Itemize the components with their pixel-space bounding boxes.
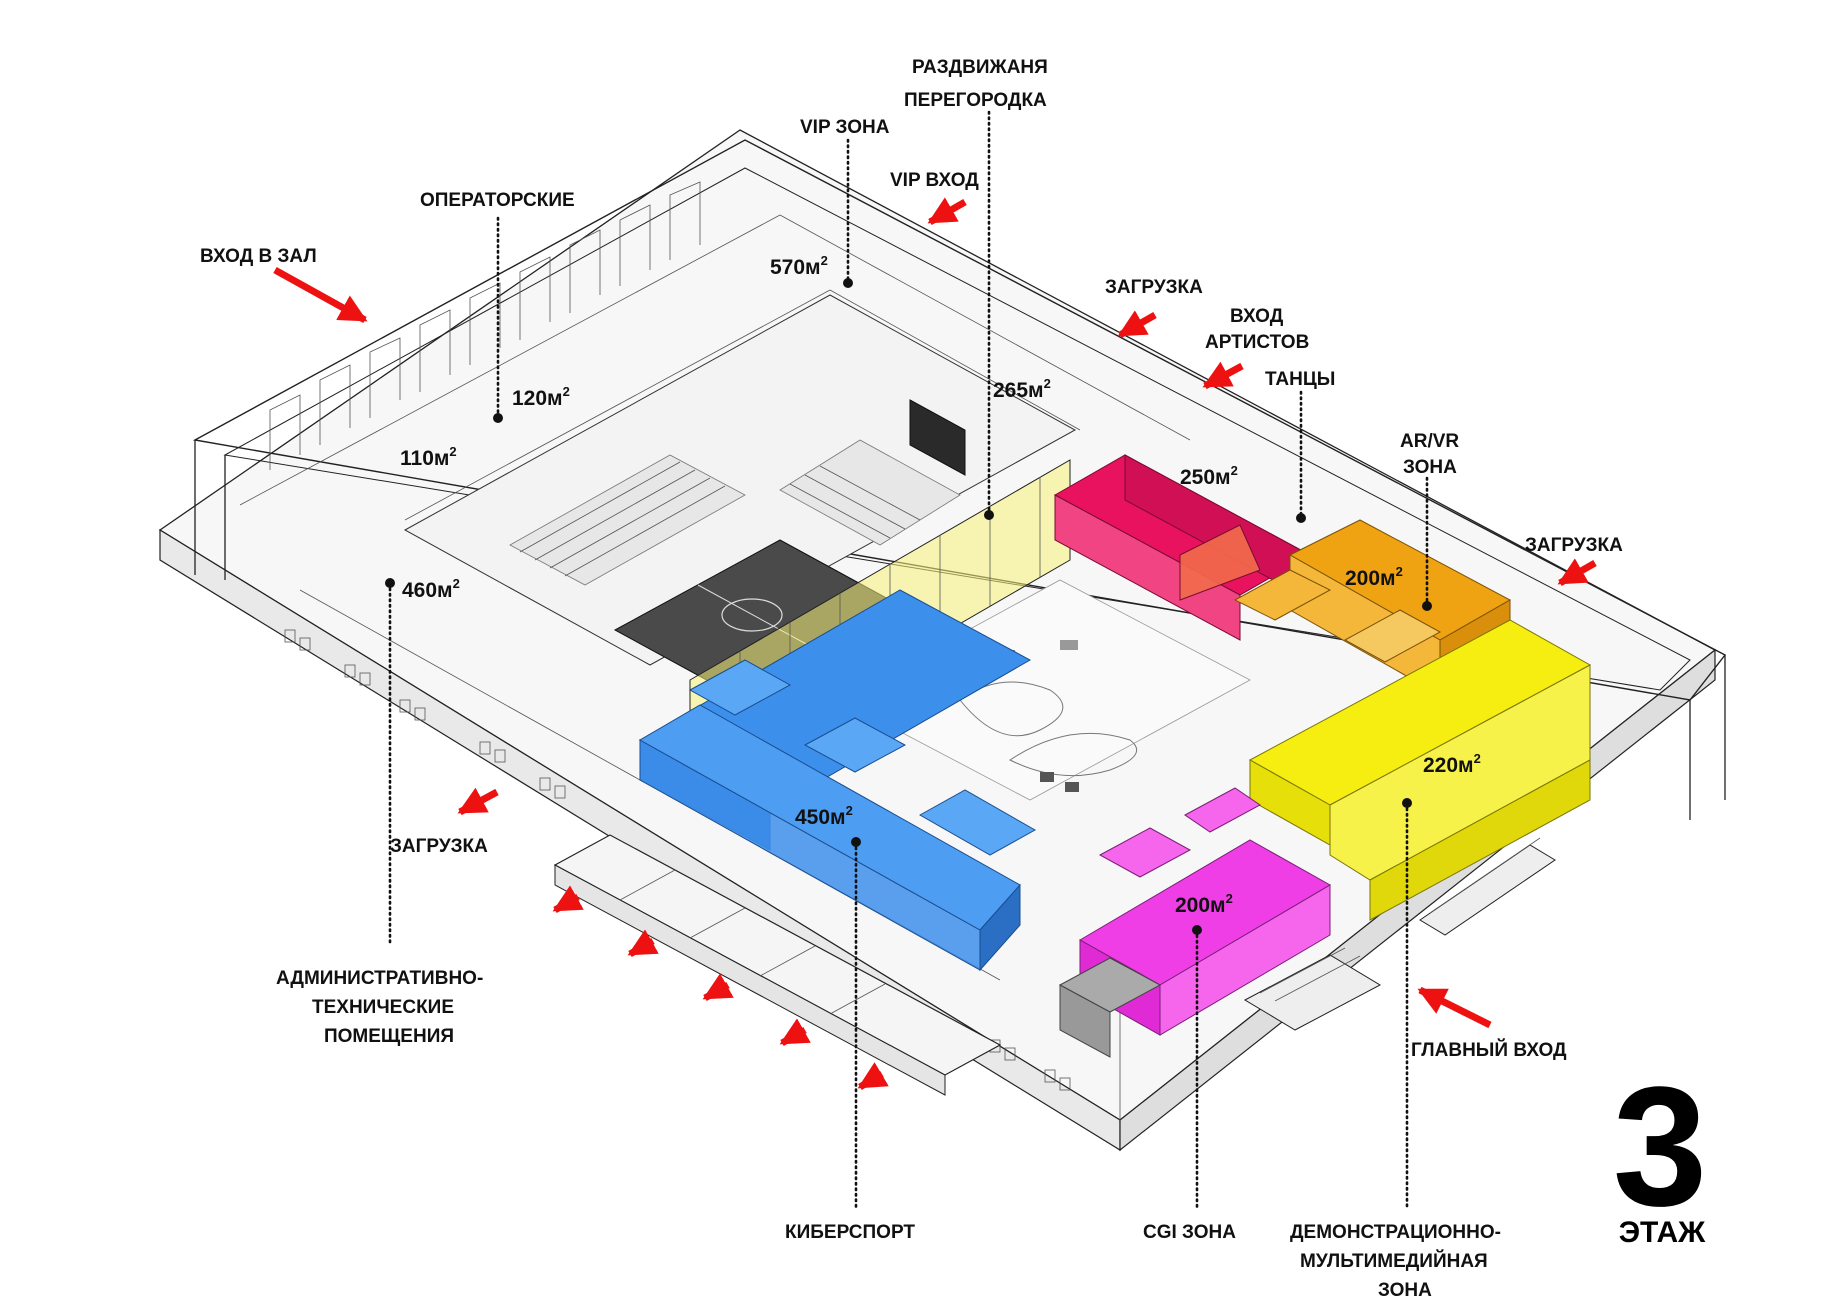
zone-labels: ВХОД В ЗАЛ ОПЕРАТОРСКИЕ VIP ЗОНА VIP ВХО… [200, 57, 1623, 1300]
label-loading-top: ЗАГРУЗКА [1105, 277, 1203, 298]
label-arvr-1: AR/VR [1400, 431, 1459, 452]
arrow-annex-4 [779, 1018, 811, 1047]
zone-demo [1248, 619, 1592, 921]
label-main-entry: ГЛАВНЫЙ ВХОД [1411, 1039, 1567, 1061]
area-200-orange: 200м2 [1345, 564, 1403, 590]
arena-screen [909, 399, 966, 476]
facade-windows-left [284, 629, 1071, 1091]
arrow-artists-entry [1202, 361, 1244, 390]
label-dance: ТАНЦЫ [1265, 369, 1335, 390]
area-200-magenta: 200м2 [1175, 891, 1233, 917]
area-220: 220м2 [1423, 751, 1481, 777]
arrow-loading-right [1557, 558, 1597, 587]
area-450: 450м2 [795, 803, 853, 829]
area-120: 120м2 [512, 384, 570, 410]
area-460: 460м2 [402, 576, 460, 602]
zone-dance [1053, 454, 1312, 641]
label-admin-1: АДМИНИСТРАТИВНО- [276, 968, 483, 989]
label-vip-zone: VIP ЗОНА [800, 117, 890, 138]
arrow-annex-2 [627, 929, 659, 958]
zone-arvr [1233, 519, 1512, 696]
tribune-back [779, 439, 961, 546]
label-entry-hall: ВХОД В ЗАЛ [200, 246, 317, 267]
label-admin-3: ПОМЕЩЕНИЯ [324, 1026, 454, 1047]
area-250: 250м2 [1180, 463, 1238, 489]
main-entrance-stairs [1243, 947, 1382, 1031]
zone-esports [638, 589, 1037, 972]
label-artists-2: АРТИСТОВ [1205, 332, 1309, 353]
label-arvr-2: ЗОНА [1403, 457, 1457, 478]
area-labels: 570м2 120м2 110м2 265м2 460м2 250м2 200м… [400, 253, 1481, 917]
zone-cgi [1058, 787, 1332, 1058]
floor-number: 3 [1613, 1052, 1708, 1242]
arrow-annex-1 [552, 885, 584, 914]
area-265: 265м2 [993, 376, 1051, 402]
side-stairs [1419, 837, 1556, 936]
arrow-vip-entry [927, 197, 967, 226]
label-esports: КИБЕРСПОРТ [785, 1222, 915, 1243]
arrow-main-entry [1417, 986, 1492, 1029]
back-wall-bays [269, 181, 701, 470]
label-demo-2: МУЛЬТИМЕДИЙНАЯ [1300, 1250, 1488, 1272]
floor-word: ЭТАЖ [1619, 1216, 1706, 1249]
label-partition-1: РАЗДВИЖАНЯ [912, 57, 1048, 78]
tribune-left [509, 454, 746, 586]
annex-wing [553, 834, 1002, 1096]
label-vip-entry: VIP ВХОД [890, 170, 979, 191]
arrow-entry-hall [273, 266, 368, 324]
label-cgi: CGI ЗОНА [1143, 1222, 1236, 1243]
label-admin-2: ТЕХНИЧЕСКИЕ [312, 997, 454, 1018]
roof-frame-inner [223, 167, 1691, 691]
label-demo-1: ДЕМОНСТРАЦИОННО- [1290, 1222, 1501, 1243]
label-operators: ОПЕРАТОРСКИЕ [420, 190, 575, 211]
arrow-loading-left [457, 787, 499, 816]
label-partition-2: ПЕРЕГОРОДКА [904, 90, 1047, 111]
area-570: 570м2 [770, 253, 828, 279]
arrow-annex-3 [702, 973, 734, 1002]
arrow-loading-top [1117, 310, 1157, 339]
leader-lines [385, 110, 1432, 1212]
label-loading-right: ЗАГРУЗКА [1525, 535, 1623, 556]
label-artists-1: ВХОД [1230, 306, 1284, 327]
arena [403, 294, 1077, 691]
area-110: 110м2 [400, 444, 457, 470]
label-demo-3: ЗОНА [1378, 1280, 1432, 1300]
label-loading-left: ЗАГРУЗКА [390, 836, 488, 857]
arrow-annex-5 [857, 1062, 889, 1091]
entry-arrows [273, 197, 1597, 1091]
